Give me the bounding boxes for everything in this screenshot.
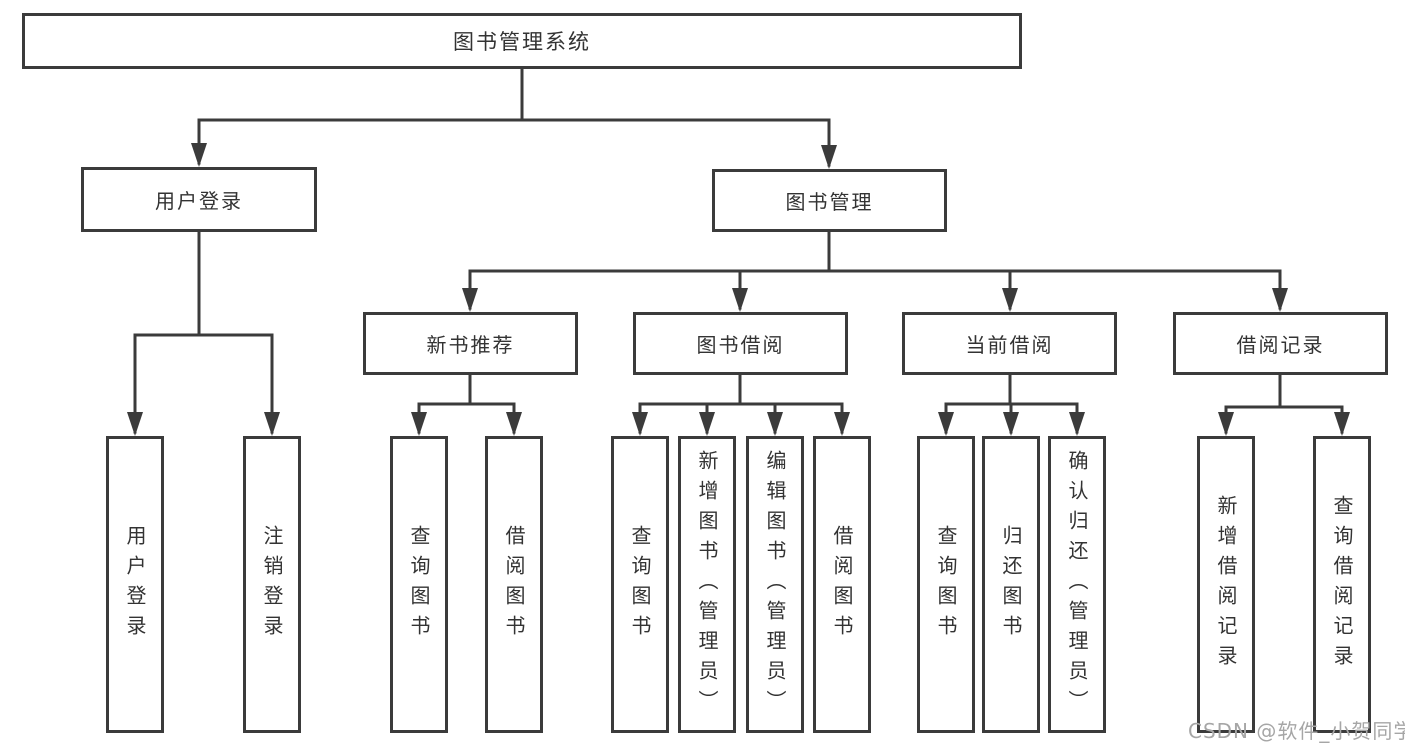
node-label: 确认归还（管理员） xyxy=(1065,449,1089,720)
node-label: 当前借阅 xyxy=(965,333,1054,357)
node-library-management-system: 图书管理系统 xyxy=(22,13,1022,69)
node-label: 图书管理 xyxy=(785,190,874,214)
csdn-watermark: CSDN @软件_小贺同学 xyxy=(1188,719,1405,743)
node-leaf-edit-books-admin: 编辑图书（管理员） xyxy=(746,436,804,733)
node-leaf-query-borrow-record: 查询借阅记录 xyxy=(1313,436,1371,733)
node-leaf-query-books-borrowing: 查询图书 xyxy=(611,436,669,733)
node-label: 编辑图书（管理员） xyxy=(763,449,787,720)
node-label: 用户登录 xyxy=(155,189,243,213)
node-book-management: 图书管理 xyxy=(712,169,947,232)
node-leaf-borrow-books-recommendation: 借阅图书 xyxy=(485,436,543,733)
node-leaf-return-books: 归还图书 xyxy=(982,436,1040,733)
node-leaf-user-login: 用户登录 xyxy=(106,436,164,733)
node-label: 借阅图书 xyxy=(830,524,854,645)
node-label: 借阅记录 xyxy=(1236,333,1325,357)
node-label: 查询图书 xyxy=(934,524,958,645)
node-user-login: 用户登录 xyxy=(81,167,317,232)
node-label: 新增图书（管理员） xyxy=(695,449,719,720)
node-label: 注销登录 xyxy=(260,524,284,645)
node-leaf-add-books-admin: 新增图书（管理员） xyxy=(678,436,736,733)
node-leaf-query-books-current: 查询图书 xyxy=(917,436,975,733)
node-current-borrowing: 当前借阅 xyxy=(902,312,1117,375)
node-label: 归还图书 xyxy=(999,524,1023,645)
node-leaf-borrow-books: 借阅图书 xyxy=(813,436,871,733)
node-label: 新书推荐 xyxy=(426,333,515,357)
node-label: 图书管理系统 xyxy=(453,30,591,54)
node-leaf-confirm-return-admin: 确认归还（管理员） xyxy=(1048,436,1106,733)
node-leaf-add-borrow-record: 新增借阅记录 xyxy=(1197,436,1255,733)
node-label: 查询图书 xyxy=(407,524,431,645)
node-leaf-logout: 注销登录 xyxy=(243,436,301,733)
node-label: 图书借阅 xyxy=(696,333,785,357)
node-label: 用户登录 xyxy=(123,524,147,645)
node-label: 新增借阅记录 xyxy=(1214,494,1238,675)
node-new-book-recommendation: 新书推荐 xyxy=(363,312,578,375)
node-book-borrowing: 图书借阅 xyxy=(633,312,848,375)
node-label: 借阅图书 xyxy=(502,524,526,645)
node-label: 查询借阅记录 xyxy=(1330,494,1354,675)
node-borrowing-records: 借阅记录 xyxy=(1173,312,1388,375)
node-label: 查询图书 xyxy=(628,524,652,645)
node-leaf-query-books-recommendation: 查询图书 xyxy=(390,436,448,733)
